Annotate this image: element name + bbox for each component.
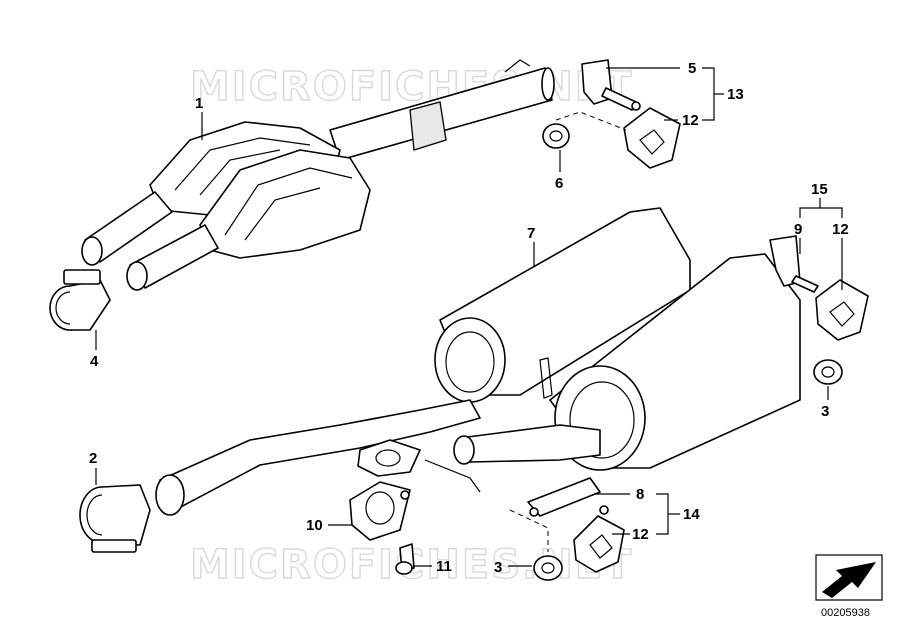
- rubber-mount-12-right: [815, 279, 869, 341]
- rubber-mount-12-top: [623, 107, 681, 169]
- nut-3-right: [813, 359, 843, 385]
- callout-labels: 1 2 3 3 4 5 6 7 8 9 10 11 12 12 12 13 14…: [89, 60, 849, 576]
- pipe-flange-10: [349, 481, 411, 541]
- callout-3-bottom: 3: [494, 559, 502, 576]
- rubber-mount-12-bottom: [573, 515, 625, 573]
- pipe-clamp-4: [49, 269, 111, 331]
- callout-7: 7: [527, 225, 535, 242]
- intermediate-pipe: [155, 399, 601, 516]
- callout-3-right: 3: [821, 403, 829, 420]
- nut-6: [542, 123, 570, 149]
- callout-10: 10: [306, 517, 323, 534]
- catalytic-converter-assembly: [81, 59, 555, 291]
- callout-14: 14: [683, 506, 700, 523]
- watermark-top: MICROFICHES.NET: [190, 64, 633, 110]
- bolt-11: [395, 543, 415, 575]
- callout-11: 11: [436, 558, 452, 575]
- callout-12-bottom: 12: [632, 526, 649, 543]
- callout-2: 2: [89, 450, 97, 467]
- callout-5: 5: [688, 60, 696, 77]
- callout-1: 1: [195, 95, 203, 112]
- leader-lines: [95, 67, 843, 567]
- pipe-clamp-2: [79, 484, 151, 553]
- arrow-icon: [822, 562, 876, 598]
- hanger-bracket-5: [581, 59, 641, 111]
- callout-15: 15: [811, 181, 828, 198]
- callout-9: 9: [794, 221, 802, 238]
- bracket-8: [527, 477, 609, 517]
- diagram-id: 00205938: [821, 607, 870, 619]
- hanger-bracket-9: [769, 235, 819, 293]
- callout-6: 6: [555, 175, 563, 192]
- callout-12-right: 12: [832, 221, 849, 238]
- callout-12-top: 12: [682, 112, 699, 129]
- rear-silencer-7: [434, 207, 801, 471]
- callout-13: 13: [727, 86, 744, 103]
- callout-4: 4: [90, 353, 99, 370]
- callout-8: 8: [636, 486, 644, 503]
- nut-3-bottom: [533, 555, 563, 581]
- diagram-id-box: 00205938: [815, 554, 883, 619]
